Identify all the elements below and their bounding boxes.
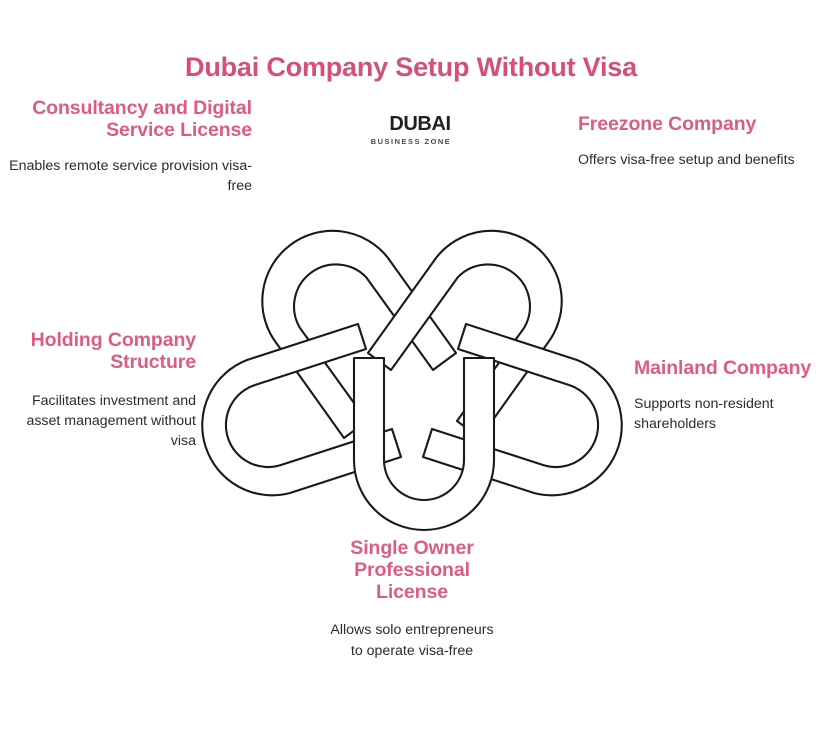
callout-freezone: Freezone Company Offers visa-free setup … xyxy=(578,113,803,170)
callout-freezone-heading: Freezone Company xyxy=(578,113,757,135)
callout-mainland-heading: Mainland Company xyxy=(634,357,812,379)
knot-loop-left xyxy=(201,322,403,497)
callout-mainland: Mainland Company Supports non-resident s… xyxy=(634,357,814,434)
callout-holding: Holding Company Structure Facilitates in… xyxy=(22,329,196,451)
logo-tagline: BUSINESS ZONE xyxy=(370,137,452,146)
callout-holding-heading: Holding Company Structure xyxy=(30,329,196,373)
callout-consultancy: Consultancy and Digital Service License … xyxy=(8,97,252,196)
callout-mainland-description: Supports non-resident shareholders xyxy=(634,395,774,432)
page-title: Dubai Company Setup Without Visa xyxy=(185,52,637,82)
callout-freezone-description: Offers visa-free setup and benefits xyxy=(578,151,795,168)
logo-wordmark: DUBAI xyxy=(389,113,451,135)
knot-loop-bottom xyxy=(352,356,496,532)
celtic-knot-graphic xyxy=(198,148,628,538)
celtic-knot-svg xyxy=(201,229,623,532)
callout-single-owner: Single Owner Professional License Allows… xyxy=(324,537,500,661)
knot-loop-upper-left xyxy=(261,229,458,440)
callout-holding-description: Facilitates investment and asset managem… xyxy=(26,392,196,449)
callout-consultancy-heading: Consultancy and Digital Service License xyxy=(32,97,252,141)
callout-single-owner-heading: Single Owner Professional License xyxy=(350,537,474,603)
callout-single-owner-description: Allows solo entrepreneurs to operate vis… xyxy=(330,622,494,659)
knot-loop-upper-right xyxy=(366,229,563,440)
brand-logo: DUBAI BUSINESS ZONE xyxy=(0,114,822,146)
callout-consultancy-description: Enables remote service provision visa-fr… xyxy=(9,157,252,194)
dubai-logo-mark-icon xyxy=(371,114,389,134)
logo-wordmark-row: DUBAI xyxy=(371,113,451,135)
